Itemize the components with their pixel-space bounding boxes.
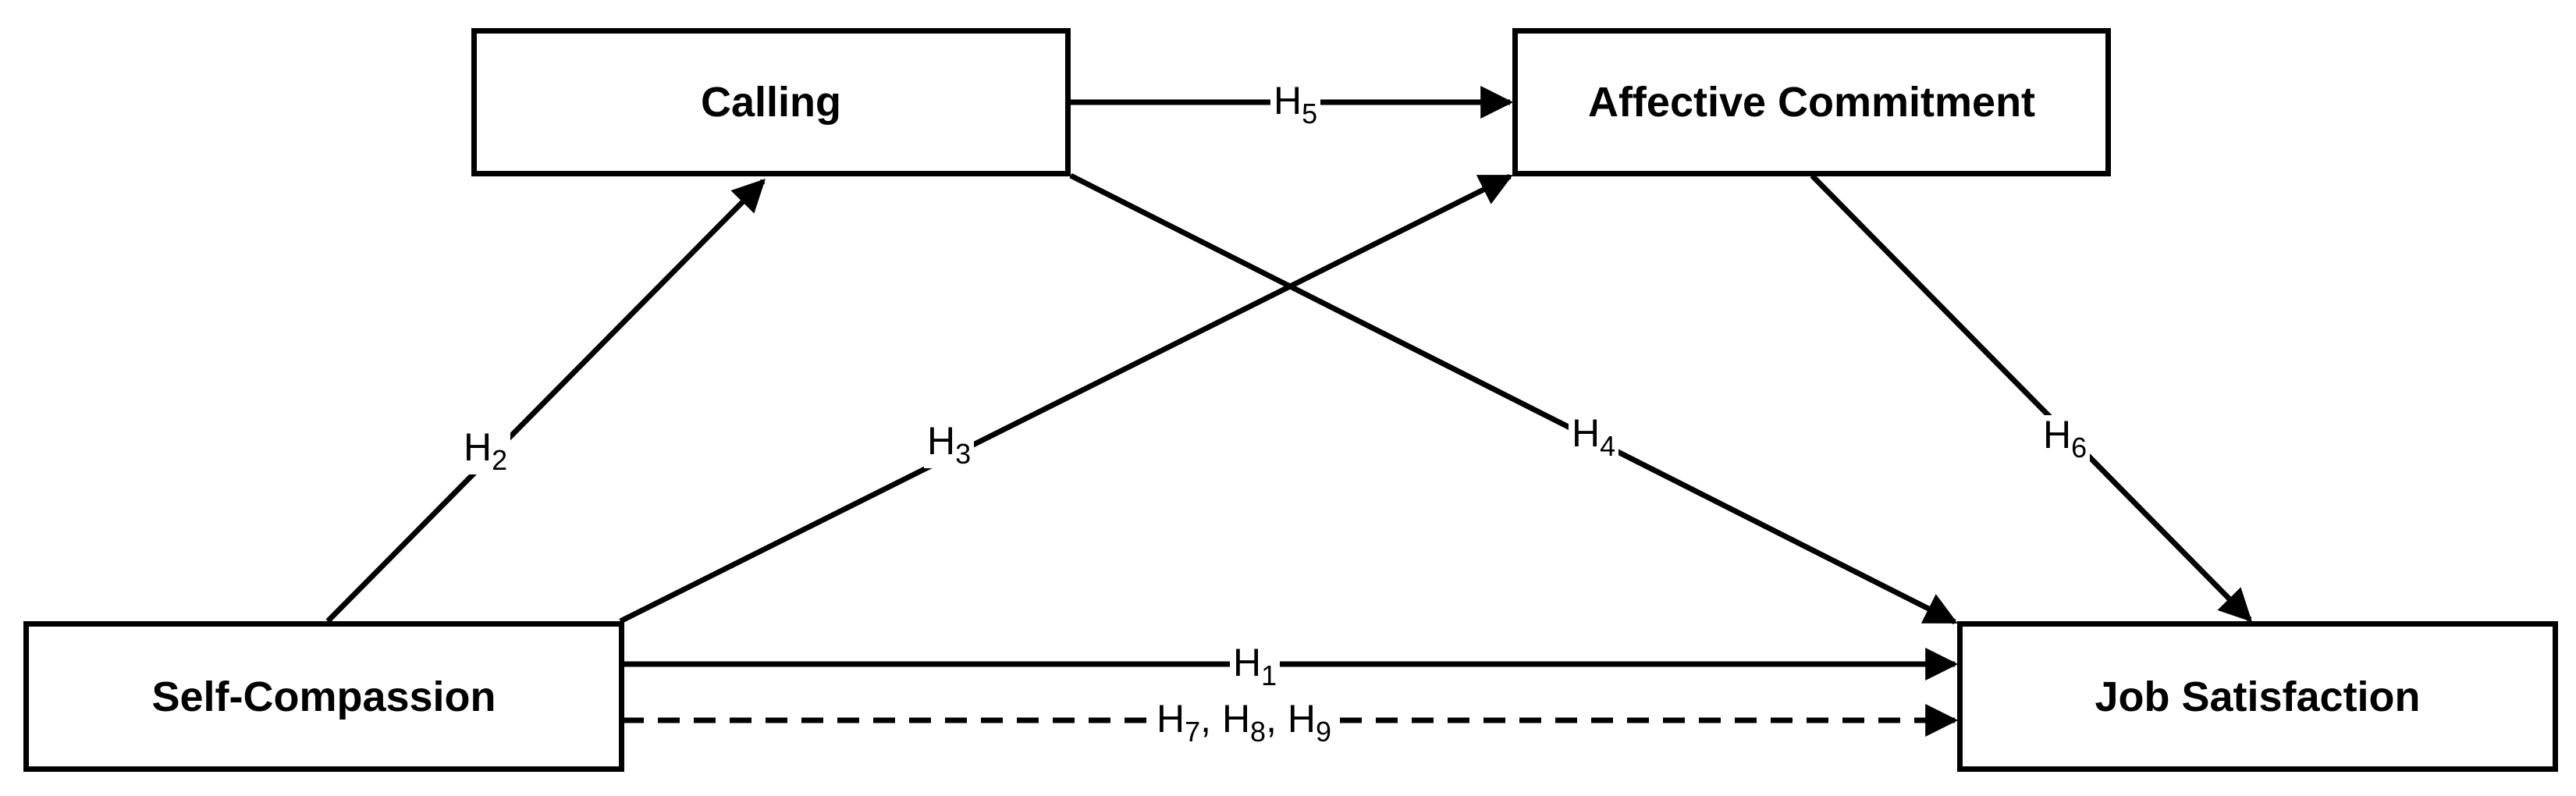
node-calling-label: Calling: [700, 79, 841, 126]
node-job-satisfaction: Job Satisfaction: [1957, 621, 2558, 772]
node-self-compassion: Self-Compassion: [23, 621, 624, 772]
node-self-compassion-label: Self-Compassion: [151, 673, 496, 720]
path-h3-arrow: [619, 173, 1513, 624]
node-affective-commitment-label: Affective Commitment: [1587, 79, 2036, 126]
path-h2-label: H2: [460, 428, 511, 474]
path-h6-arrow: [1810, 173, 2252, 622]
node-calling: Calling: [471, 28, 1071, 176]
node-job-satisfaction-label: Job Satisfaction: [2095, 673, 2421, 720]
path-h2-arrow: [325, 179, 766, 624]
path-h1-label: H1: [1230, 643, 1281, 690]
path-h3-label: H3: [924, 421, 975, 468]
path-h5-label: H5: [1270, 81, 1321, 128]
path-h4-arrow: [1069, 172, 1958, 625]
path-h789-label: H7, H8, H9: [1153, 699, 1335, 746]
path-h6-label: H6: [2040, 415, 2091, 462]
path-h4-label: H4: [1569, 414, 1619, 460]
node-affective-commitment: Affective Commitment: [1512, 28, 2111, 176]
